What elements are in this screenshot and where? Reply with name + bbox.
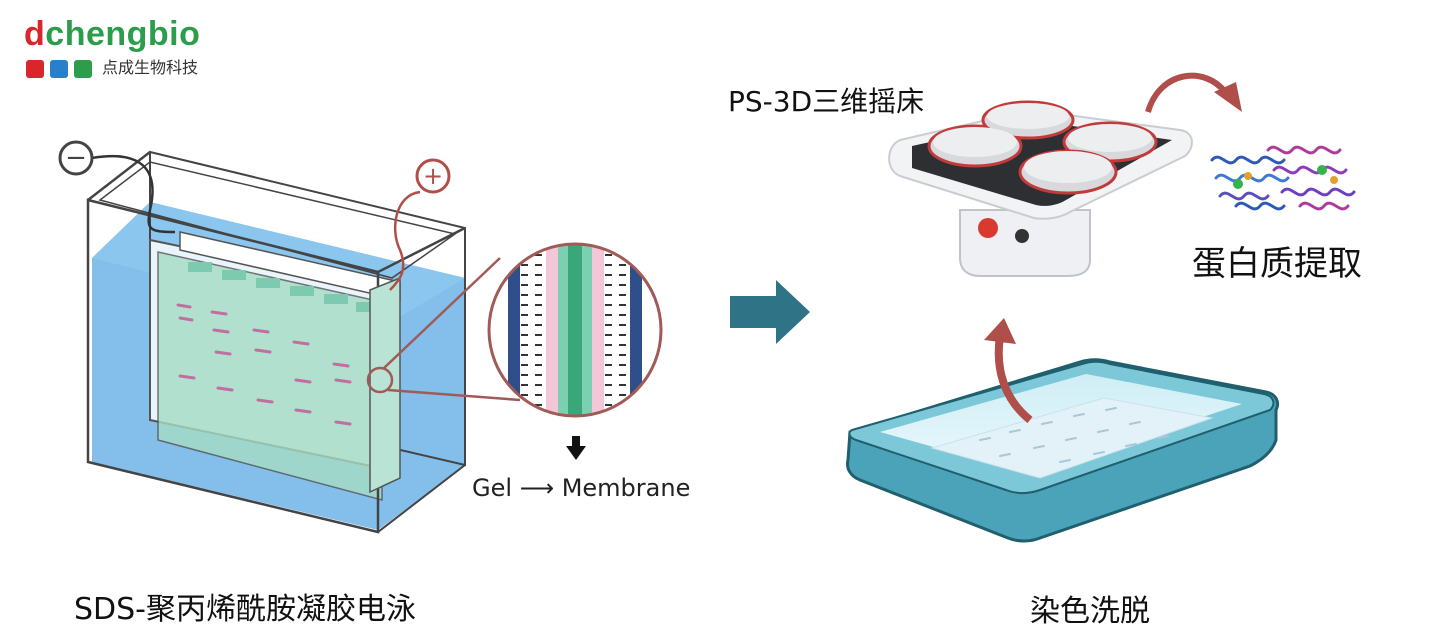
- shaker-icon: [888, 100, 1193, 277]
- transfer-label: Gel ⟶ Membrane: [472, 474, 691, 502]
- staining-tray-icon: [846, 358, 1280, 543]
- negative-electrode-label: −: [65, 143, 87, 173]
- staining-label: 染色洗脱: [1030, 594, 1150, 629]
- curved-up-arrow-icon: [984, 318, 1033, 424]
- electrophoresis-tank-icon: [58, 140, 466, 534]
- protein-structure-icon: [1210, 145, 1356, 211]
- curved-arrow-icon: [1145, 72, 1242, 113]
- right-arrow-icon: [730, 280, 810, 344]
- sds-page-label: SDS-聚丙烯酰胺凝胶电泳: [74, 592, 417, 627]
- positive-electrode-label: +: [423, 162, 443, 190]
- protein-extract-label: 蛋白质提取: [1192, 244, 1362, 284]
- brand-subtitle: 点成生物科技: [102, 58, 199, 77]
- brand-logo-d: d: [24, 15, 46, 53]
- magnifier-icon: [366, 242, 663, 418]
- shaker-label: PS-3D三维摇床: [728, 85, 925, 118]
- down-arrow-icon: [566, 436, 586, 460]
- logo-squares-icon: [26, 60, 92, 78]
- brand-logo: dchengbio: [24, 14, 200, 54]
- brand-logo-rest: chengbio: [45, 15, 201, 53]
